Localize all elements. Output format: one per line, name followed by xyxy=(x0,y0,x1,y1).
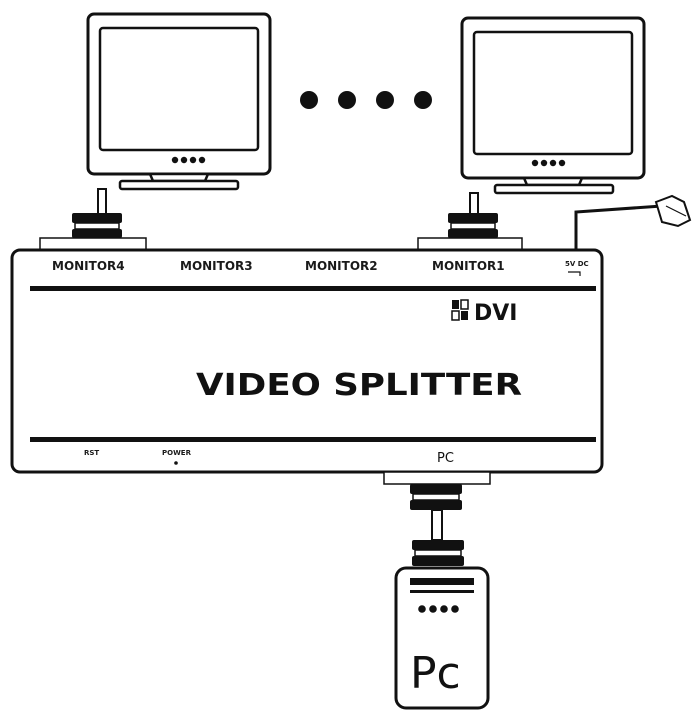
pc-label: Pc xyxy=(410,648,461,699)
power-port-icon xyxy=(568,271,581,276)
splitter-box: MONITOR4 MONITOR3 MONITOR2 MONITOR1 5V D… xyxy=(10,248,604,474)
power-port-label: 5V DC xyxy=(565,260,589,268)
port-label-monitor3: MONITOR3 xyxy=(180,259,253,273)
port-label-monitor2: MONITOR2 xyxy=(305,259,378,273)
cable-monitor-left xyxy=(39,188,147,251)
device-title: VIDEO SPLITTER xyxy=(196,368,522,403)
more-monitors-ellipsis xyxy=(300,91,432,109)
monitor-right xyxy=(460,16,646,195)
monitor-right-buttons xyxy=(531,159,566,167)
monitor-left xyxy=(86,12,272,191)
bottom-stripe xyxy=(30,437,596,442)
port-label-monitor1: MONITOR1 xyxy=(432,259,505,273)
pc-port-label: PC xyxy=(437,451,454,466)
dvi-logo-icon xyxy=(451,299,469,321)
monitor-left-buttons xyxy=(171,156,206,164)
top-stripe xyxy=(30,286,596,291)
pc-buttons xyxy=(418,605,459,613)
power-led-icon xyxy=(174,461,178,465)
power-label: POWER xyxy=(162,449,192,457)
brand-label: DVI xyxy=(474,301,517,326)
power-cable xyxy=(574,194,692,250)
cable-pc xyxy=(383,471,491,566)
pc-tower: Pc xyxy=(394,566,490,710)
rst-label: RST xyxy=(84,449,99,457)
cable-monitor-right xyxy=(417,192,523,251)
port-label-monitor4: MONITOR4 xyxy=(52,259,125,273)
